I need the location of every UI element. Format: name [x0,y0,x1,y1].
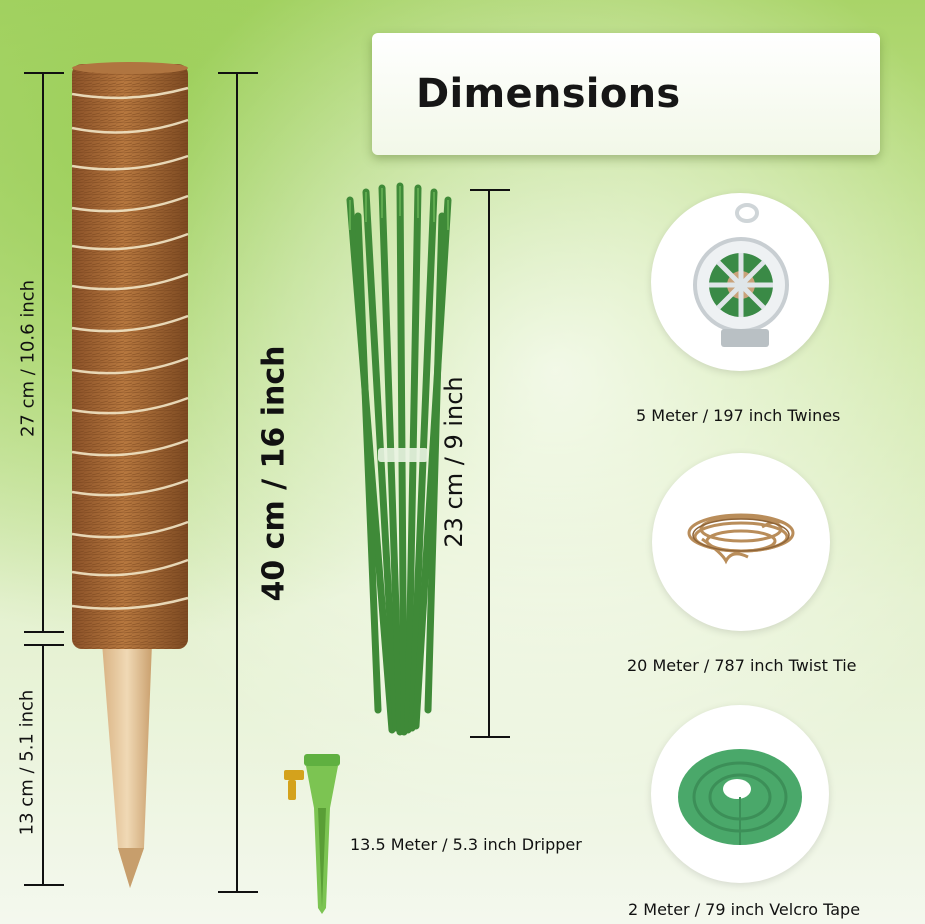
twine-spool-image [693,203,789,347]
dripper-image [284,754,340,914]
velcro-circle [651,705,829,883]
twist-tie-circle [652,453,830,631]
moss-dimension-line [42,72,44,632]
title-banner: Dimensions [372,33,880,155]
moss-length-label: 27 cm / 10.6 inch [17,279,39,438]
plant-ties-image [346,182,452,736]
jute-bundle-image [687,513,795,565]
page-title: Dimensions [416,71,681,117]
pole-top-tick [24,72,64,74]
twine-circle [651,193,829,371]
ties-top-tick [470,189,510,191]
moss-pole-image [71,62,189,888]
moss-bottom-tick [24,631,64,633]
twist-tie-caption: 20 Meter / 787 inch Twist Tie [627,656,857,675]
total-top-tick [218,72,258,74]
velcro-caption: 2 Meter / 79 inch Velcro Tape [628,900,861,919]
total-bottom-tick [218,891,258,893]
ties-bottom-tick [470,736,510,738]
stake-top-tick [24,644,64,646]
total-dimension-line [236,72,238,892]
stake-dimension-line [42,644,44,884]
total-length-label: 40 cm / 16 inch [256,345,292,602]
velcro-roll-image [678,749,802,845]
pole-bottom-tick [24,884,64,886]
twine-caption: 5 Meter / 197 inch Twines [636,406,841,425]
ties-dimension-line [488,189,490,737]
dripper-caption: 13.5 Meter / 5.3 inch Dripper [350,835,582,854]
stake-length-label: 13 cm / 5.1 inch [16,689,38,836]
ties-length-label: 23 cm / 9 inch [440,376,468,548]
